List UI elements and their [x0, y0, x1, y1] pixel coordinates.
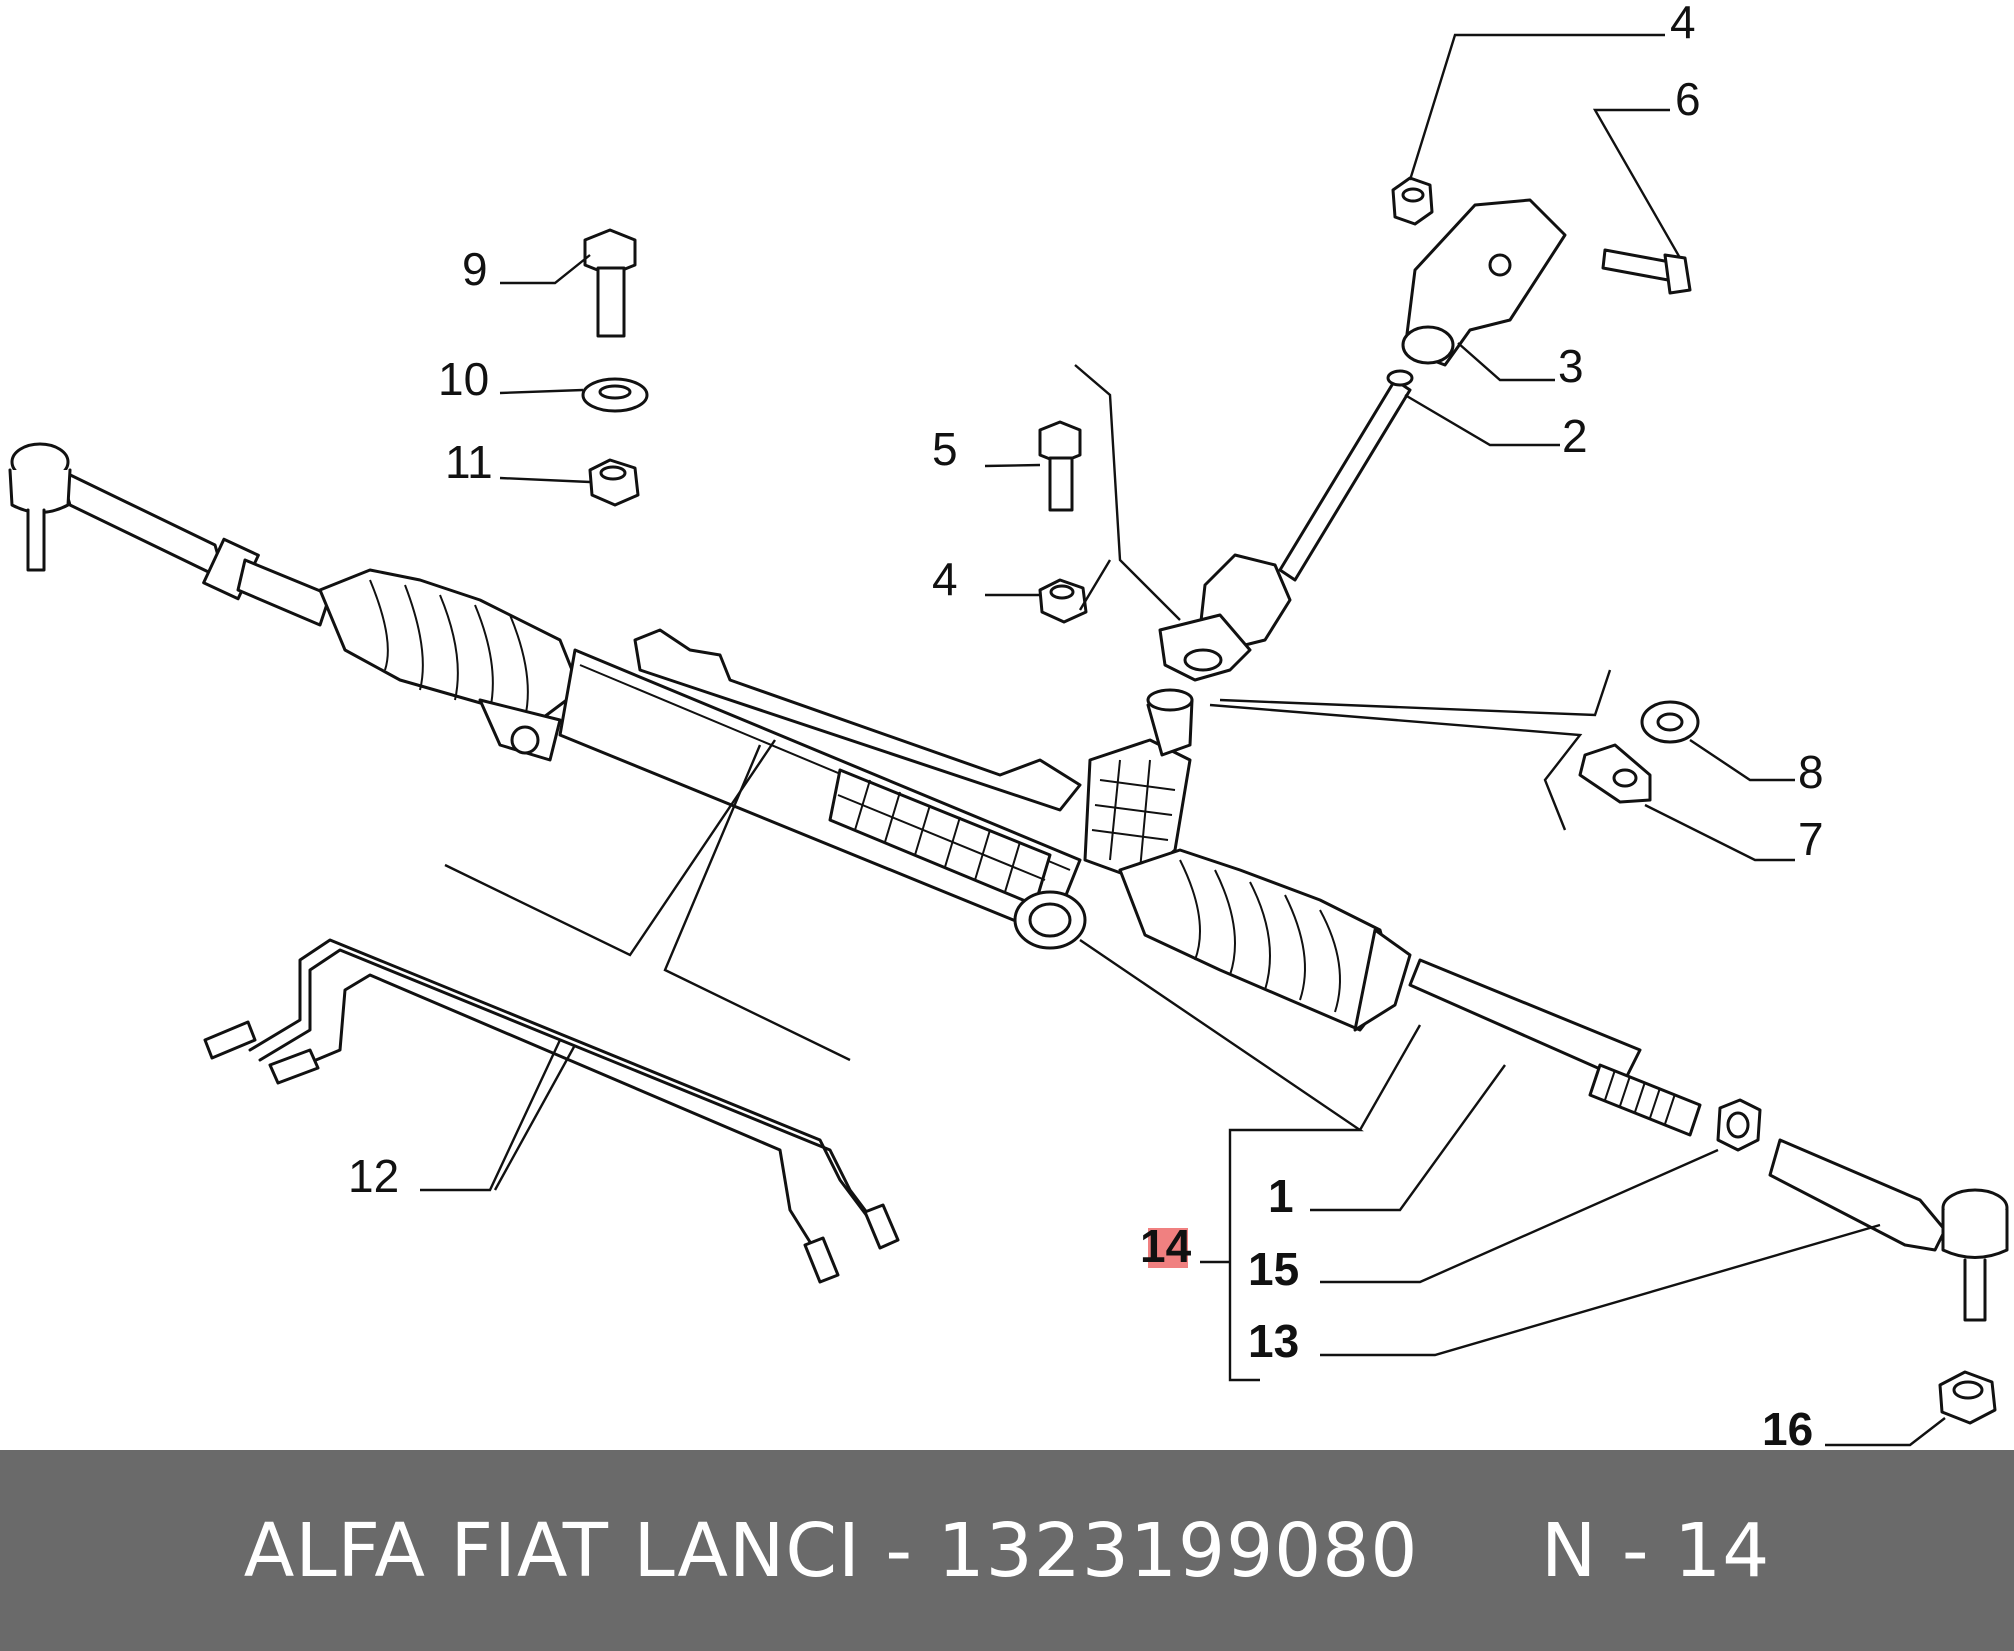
- label-16: 16: [1762, 1403, 1813, 1450]
- lower-u-joint: [1158, 613, 1252, 682]
- label-15: 15: [1248, 1243, 1299, 1295]
- label-1: 1: [1268, 1170, 1294, 1222]
- label-4-top: 4: [1670, 0, 1696, 48]
- part-7-lock-plate: [1578, 743, 1652, 804]
- part-3-u-joint-yoke: [1401, 198, 1567, 367]
- label-7: 7: [1798, 813, 1824, 865]
- parts-diagram: 4 6 3 2 9 10 11 5 4 8 7 12 14 1 15 13 16: [8, 0, 2009, 1450]
- part-4-nut-top: [1391, 176, 1434, 226]
- part-number-caption: ALFA FIAT LANCI - 1323199080 N - 14: [243, 1507, 1771, 1594]
- part-13-tie-rod-end: [1768, 1138, 2009, 1322]
- part-2-intermediate-shaft: [1198, 369, 1414, 652]
- callout-labels: 4 6 3 2 9 10 11 5 4 8 7 12 14 1 15 13 16: [348, 0, 1824, 1450]
- label-9: 9: [462, 243, 488, 295]
- steering-rack-exploded-view: 4 6 3 2 9 10 11 5 4 8 7 12 14 1 15 13 16: [8, 0, 2009, 1450]
- leader-lines: [420, 33, 1946, 1447]
- steering-rack-assembly: [8, 442, 1702, 1137]
- part-9-bolt: [583, 228, 637, 338]
- label-12: 12: [348, 1150, 399, 1202]
- label-10: 10: [438, 353, 489, 405]
- part-16-nut: [1938, 1370, 1997, 1425]
- label-11: 11: [445, 436, 493, 488]
- label-8: 8: [1798, 746, 1824, 798]
- part-4-nut-middle: [1038, 578, 1088, 624]
- label-14: 14: [1140, 1220, 1192, 1272]
- label-6: 6: [1675, 73, 1701, 125]
- label-13: 13: [1248, 1315, 1299, 1367]
- part-10-washer: [581, 377, 649, 413]
- part-11-nut: [588, 458, 640, 507]
- label-4-middle: 4: [932, 553, 958, 605]
- part-6-bolt: [1601, 248, 1692, 295]
- part-8-lock-washer: [1640, 700, 1700, 744]
- part-5-bolt: [1038, 420, 1082, 512]
- part-12-hydraulic-lines: [203, 938, 900, 1284]
- label-2: 2: [1562, 410, 1588, 462]
- label-14-highlight: [1148, 1228, 1188, 1268]
- part-15-lock-nut: [1716, 1098, 1762, 1152]
- footer-bar: ALFA FIAT LANCI - 1323199080 N - 14: [0, 1450, 2014, 1651]
- label-3: 3: [1558, 340, 1584, 392]
- label-5: 5: [932, 423, 958, 475]
